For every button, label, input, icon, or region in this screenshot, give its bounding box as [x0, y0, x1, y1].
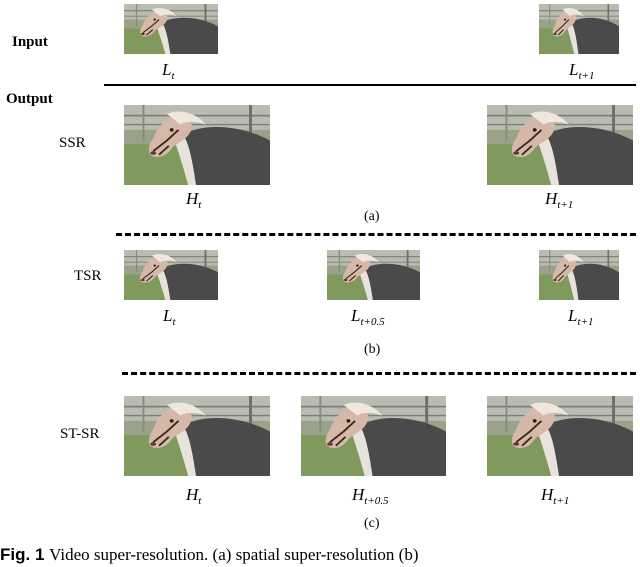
tsr-frame-t-image	[124, 250, 218, 300]
ssr-frame-t-label: Ht	[186, 189, 202, 211]
stsr-frame-t-label: Ht	[186, 485, 202, 507]
input-frame-t-image	[124, 4, 218, 54]
input-frame-t-label: Lt	[162, 60, 175, 82]
tsr-frame-t05-label: Lt+0.5	[351, 306, 385, 328]
subfigure-b-label: (b)	[364, 342, 381, 357]
tsr-frame-t05-image	[327, 250, 420, 300]
stsr-frame-t1-image	[487, 396, 633, 476]
stsr-label: ST-SR	[60, 426, 100, 442]
tsr-frame-t1-image	[539, 250, 619, 300]
tsr-frame-t1-label: Lt+1	[568, 306, 594, 328]
tsr-stsr-separator	[122, 372, 636, 375]
ssr-frame-t1-image	[487, 105, 633, 185]
output-label: Output	[6, 91, 53, 107]
tsr-frame-t-label: Lt	[163, 306, 176, 328]
input-label: Input	[12, 34, 48, 50]
input-output-separator	[104, 84, 636, 86]
ssr-label: SSR	[59, 135, 86, 151]
figure-caption-text: Video super-resolution. (a) spatial supe…	[49, 545, 419, 564]
figure-caption-label: Fig. 1	[0, 545, 45, 564]
stsr-frame-t05-label: Ht+0.5	[352, 485, 389, 507]
input-frame-t1-image	[539, 4, 619, 54]
stsr-frame-t05-image	[301, 396, 446, 476]
input-frame-t1-label: Lt+1	[569, 60, 595, 82]
stsr-frame-t1-label: Ht+1	[541, 485, 570, 507]
figure-caption: Fig. 1 Video super-resolution. (a) spati…	[0, 545, 640, 567]
ssr-tsr-separator	[116, 233, 636, 236]
ssr-frame-t1-label: Ht+1	[545, 189, 574, 211]
ssr-frame-t-image	[124, 105, 270, 185]
subfigure-a-label: (a)	[364, 209, 380, 224]
tsr-label: TSR	[74, 268, 102, 284]
subfigure-c-label: (c)	[364, 516, 380, 531]
stsr-frame-t-image	[124, 396, 270, 476]
